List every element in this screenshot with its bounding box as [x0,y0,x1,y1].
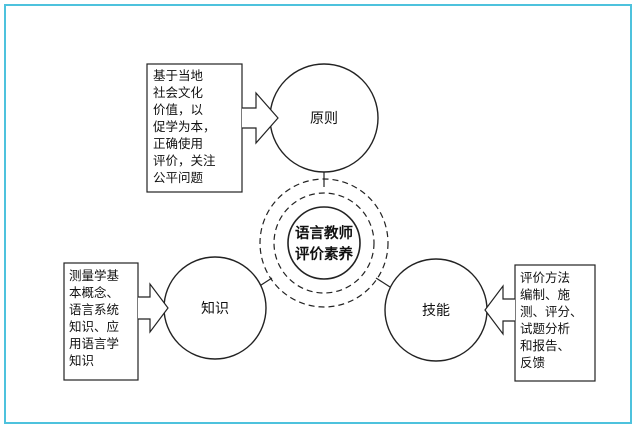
skills-box-line-4: 试题分析 [520,321,570,336]
principle-box-line-6: 评价，关注 [153,153,216,168]
principle-box-line-4: 促学为本， [153,119,216,134]
skills-arrow [484,284,515,336]
skills-label: 技能 [422,303,450,319]
principle-box-line-2: 社会文化 [153,85,204,100]
skills-box-line-2: 编制、施 [520,287,571,302]
principle-box-line-3: 价值，以 [153,102,204,117]
center-circle [287,206,361,280]
principle-label: 原则 [310,111,338,127]
center-line-2: 评价素养 [295,245,353,263]
knowledge-box-line-6: 知识 [69,353,94,368]
skills-box-line-3: 测、评分、 [520,304,583,319]
knowledge-box-line-3: 语言系统 [69,302,119,317]
knowledge-box-line-1: 测量学基 [69,268,120,283]
center-inner-dashed-ring [273,192,375,294]
knowledge-box-line-2: 本概念、 [69,285,119,300]
knowledge-box-line-4: 知识、应 [69,319,119,334]
knowledge-box-line-5: 用语言学 [69,336,119,351]
skills-box [514,264,596,382]
principle-box-line-7: 公平问题 [153,170,204,185]
skills-box-line-1: 评价方法 [520,270,570,285]
principle-box-line-1: 基于当地 [153,68,204,83]
connector-skills [375,277,391,288]
center-outer-dashed-ring [259,178,389,308]
skills-box-line-5: 和报告、 [520,338,570,353]
center-line-1: 语言教师 [295,224,353,242]
knowledge-label: 知识 [201,300,229,317]
knowledge-box [63,262,139,381]
knowledge-arrow [138,282,169,334]
principle-arrow [242,91,279,145]
principle-box-line-5: 正确使用 [153,136,203,151]
skills-box-line-6: 反馈 [520,355,545,370]
principle-box [146,63,243,193]
